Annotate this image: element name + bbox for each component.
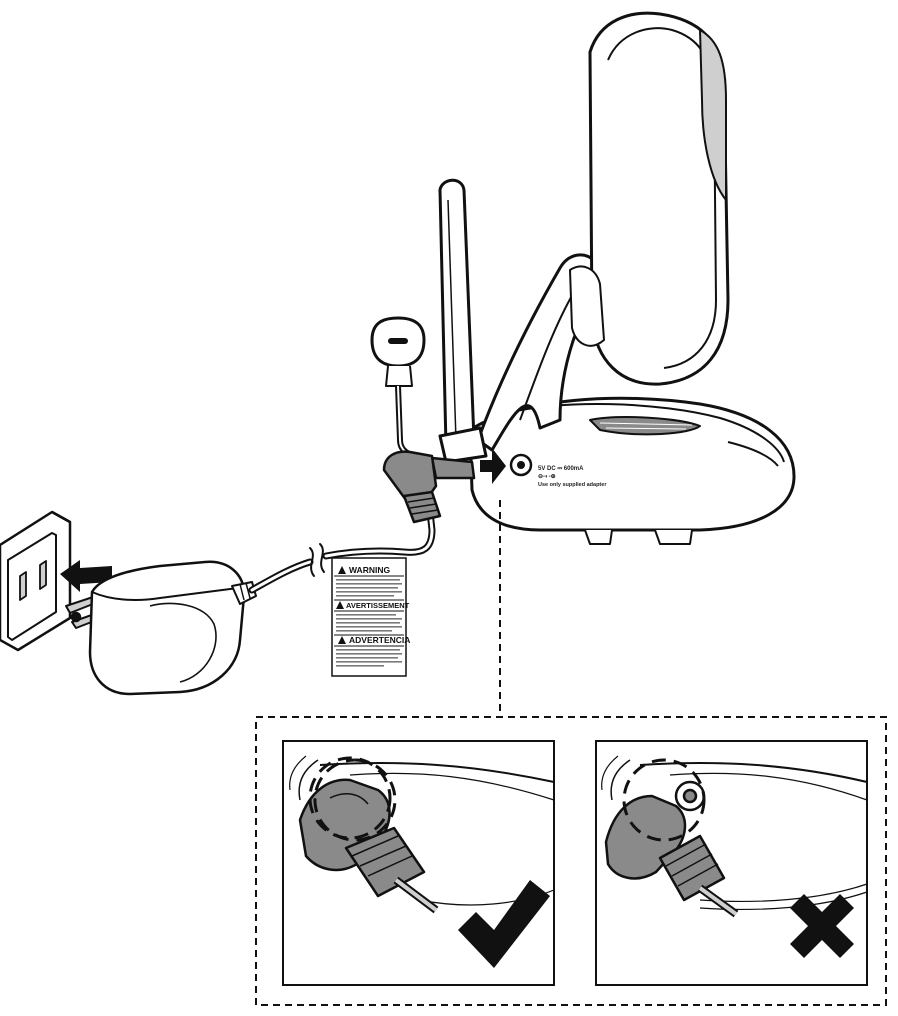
advertencia-body-text: [336, 649, 402, 667]
dc-plug: [382, 450, 476, 524]
jack-insert-arrow-icon: [480, 448, 506, 484]
jack-rating-text: 5V DC ⎓ 600mA: [538, 466, 584, 472]
jack-note-text: Use only supplied adapter: [538, 482, 607, 488]
camera-lens-rim: [699, 29, 727, 201]
camera-head: [588, 11, 730, 386]
advertencia-triangle-icon: [338, 636, 346, 644]
antenna: [438, 178, 488, 464]
plug-insert-arrow-icon: [60, 560, 112, 592]
camera-base: [468, 396, 796, 532]
warning-triangle-icon: [338, 566, 346, 574]
cable-clip: [370, 316, 426, 459]
panel-incorrect: [595, 740, 868, 986]
cross-icon: [790, 894, 854, 958]
wall-outlet: [0, 510, 72, 652]
warning-tag: WARNING AVERTISSEMENT ADVERTENCIA: [331, 557, 410, 677]
warning-body-text: [336, 579, 402, 597]
detail-callout-frame: [255, 716, 887, 1006]
avertissement-body-text: [336, 614, 402, 632]
incorrect-highlight-circle: [622, 758, 706, 842]
advertencia-title: ADVERTENCIA: [349, 635, 410, 645]
checkmark-icon: [458, 880, 550, 968]
panel-correct: [282, 740, 555, 986]
warning-title: WARNING: [349, 565, 390, 575]
power-cord: [248, 508, 436, 594]
jack-polarity-text: ⊖-◐-⊕: [538, 474, 556, 480]
speaker-grille: [589, 416, 701, 436]
avertissement-title: AVERTISSEMENT: [346, 601, 410, 610]
baby-camera: 5V DC ⎓ 600mA ⊖-◐-⊕ Use only supplied ad…: [468, 11, 796, 545]
avertissement-triangle-icon: [336, 601, 344, 609]
